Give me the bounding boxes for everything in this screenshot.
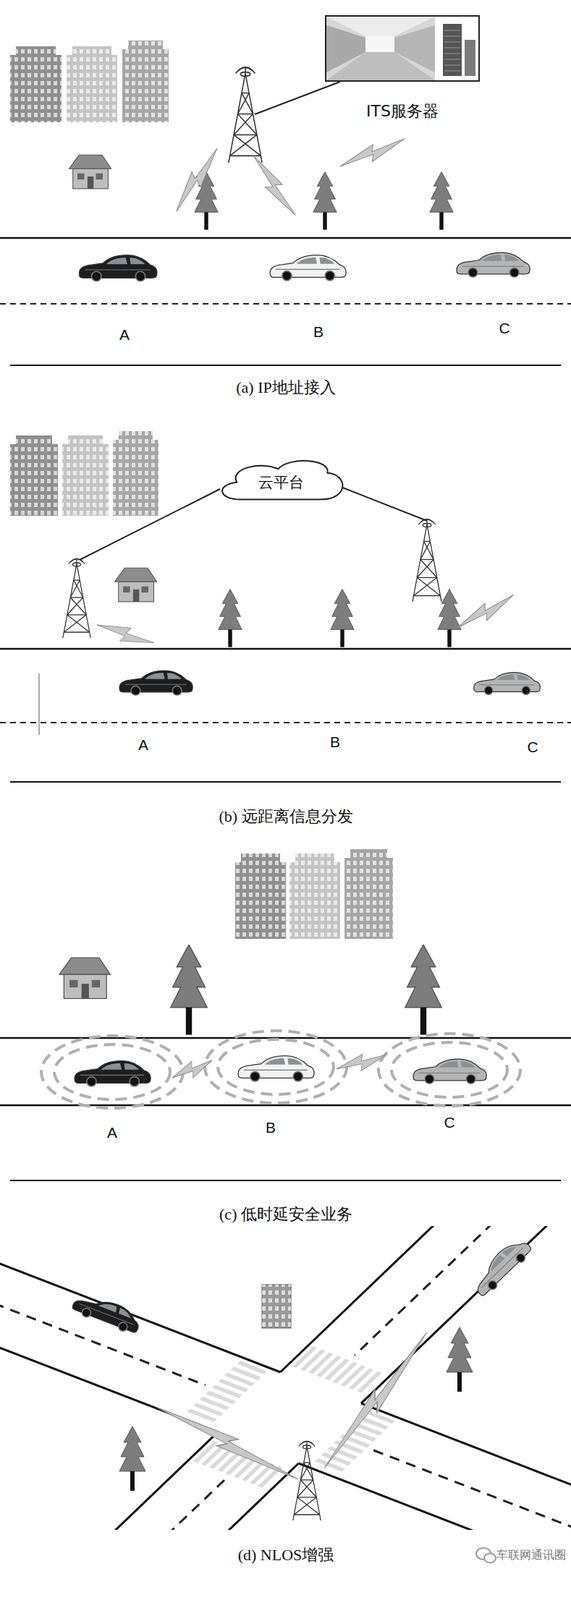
- figure-caption: (a) IP地址接入: [235, 377, 336, 399]
- figure-caption: (b) 远距离信息分发: [218, 806, 353, 828]
- radio-link: [334, 1049, 389, 1077]
- radio-link: [169, 1055, 216, 1085]
- car: [474, 673, 541, 696]
- car: [70, 1290, 144, 1337]
- vehicle-label: B: [313, 323, 324, 341]
- tower: [228, 67, 262, 163]
- vehicle-label: C: [498, 319, 510, 338]
- car: [119, 670, 193, 696]
- radio-link: [247, 150, 301, 221]
- intersection: [0, 1226, 571, 1531]
- buildings: [10, 431, 159, 516]
- radio-link: [453, 589, 519, 635]
- wire: [254, 81, 341, 115]
- buildings: [235, 849, 393, 940]
- server-picture: [326, 16, 476, 81]
- road: [0, 1038, 571, 1182]
- radio-link: [94, 617, 158, 653]
- wire: [338, 486, 427, 522]
- car: [468, 1234, 535, 1300]
- tree: [218, 589, 242, 648]
- vehicle-label: A: [107, 1124, 118, 1142]
- watermark: 车联网通讯圈: [496, 1548, 566, 1564]
- node-label: ITS服务器: [320, 100, 485, 123]
- radio-link: [317, 1329, 435, 1474]
- cloud-shape: [222, 460, 343, 500]
- radio-link: [337, 133, 409, 173]
- tree: [405, 945, 442, 1036]
- vehicle-label: B: [330, 733, 341, 752]
- vehicle-label: A: [119, 326, 130, 344]
- house: [114, 568, 157, 603]
- car: [238, 1056, 315, 1082]
- tree: [119, 1427, 146, 1492]
- house: [68, 154, 111, 189]
- node-label: 云平台: [258, 465, 304, 493]
- radio-link: [167, 144, 225, 215]
- figure-caption: (d) NLOS增强: [238, 1545, 335, 1567]
- tower: [412, 519, 442, 603]
- tree: [437, 589, 461, 648]
- car: [74, 1061, 151, 1087]
- vehicle-label: B: [265, 1119, 276, 1137]
- car: [79, 255, 158, 282]
- car: [269, 255, 346, 281]
- road: [0, 238, 571, 366]
- radio-link: [153, 1398, 302, 1488]
- tower: [293, 1441, 321, 1522]
- watermark-icon: [476, 1548, 496, 1564]
- server-box: ITS服务器: [320, 15, 485, 123]
- house: [59, 958, 111, 999]
- building: [261, 1285, 291, 1329]
- wire: [79, 489, 221, 561]
- road: [0, 649, 571, 783]
- vehicle-label: C: [443, 1114, 455, 1132]
- tree: [313, 172, 337, 231]
- figure-caption: (c) 低时延安全业务: [219, 1204, 353, 1226]
- vehicle-label: C: [526, 738, 538, 757]
- vehicle-label: A: [138, 736, 149, 755]
- tree: [446, 1327, 473, 1393]
- car: [413, 1059, 487, 1085]
- server-frame: [324, 15, 480, 82]
- tree: [170, 945, 207, 1036]
- tree: [330, 589, 354, 648]
- buildings: [10, 40, 169, 123]
- cloud-platform: 云平台: [214, 454, 348, 504]
- broadcast-range: [41, 1031, 521, 1109]
- car: [456, 252, 530, 278]
- tower: [62, 558, 91, 639]
- tree: [429, 172, 454, 231]
